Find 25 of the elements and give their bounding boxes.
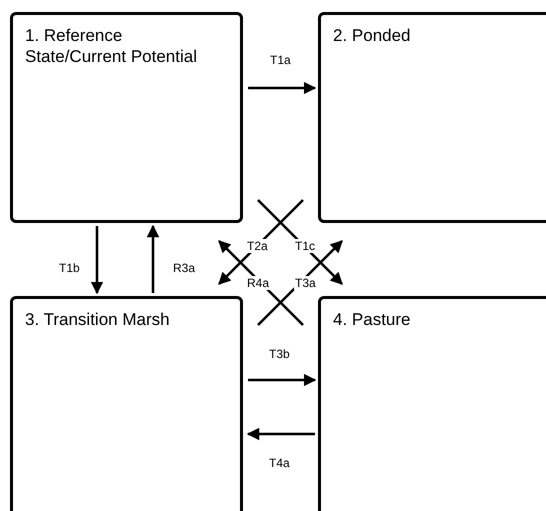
state-title: 4. Pasture bbox=[333, 309, 412, 330]
arrow bbox=[257, 199, 343, 285]
state-title: 3. Transition Marsh bbox=[25, 309, 171, 330]
edge-label: T1b bbox=[58, 261, 81, 275]
state-box bbox=[10, 12, 243, 223]
arrow bbox=[146, 224, 160, 293]
edge-label: T2a bbox=[246, 239, 269, 253]
state-box bbox=[10, 296, 243, 511]
arrow bbox=[90, 226, 104, 294]
state-box bbox=[318, 12, 546, 223]
edge-label: T4a bbox=[268, 456, 291, 470]
arrow bbox=[248, 82, 316, 94]
state-box bbox=[318, 296, 546, 511]
arrow bbox=[218, 199, 304, 285]
arrow bbox=[257, 240, 343, 326]
edge-label: T1c bbox=[294, 239, 316, 253]
arrow bbox=[246, 428, 315, 440]
edge-label: T1a bbox=[269, 53, 292, 67]
edge-label: T3a bbox=[294, 276, 317, 290]
edge-label: R4a bbox=[246, 276, 270, 290]
edge-label: R3a bbox=[172, 261, 196, 275]
state-title: 2. Ponded bbox=[333, 25, 412, 46]
arrow bbox=[248, 374, 316, 386]
edge-label: T3b bbox=[268, 347, 291, 361]
state-title: 1. Reference State/Current Potential bbox=[25, 25, 198, 67]
